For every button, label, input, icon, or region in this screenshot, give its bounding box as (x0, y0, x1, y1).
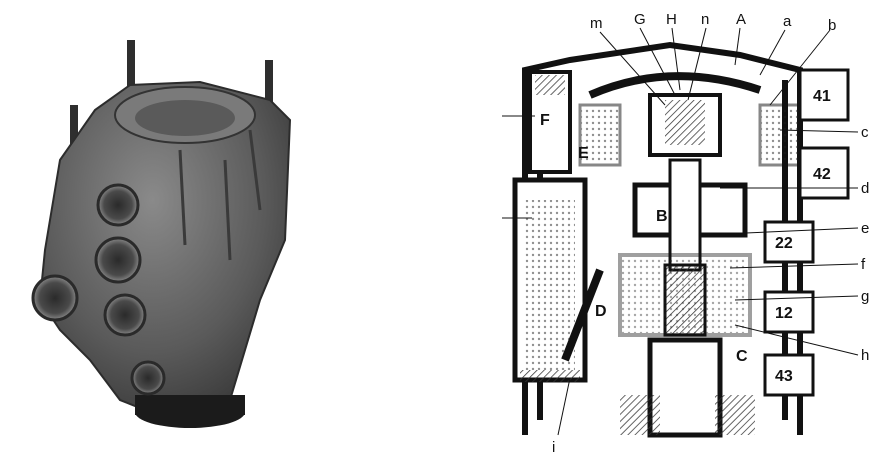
label-n: n (701, 11, 709, 28)
upper-piston-valve (665, 100, 705, 145)
label-a-upper: A (736, 11, 746, 28)
label-m: m (590, 15, 603, 32)
top-cap-recess (135, 100, 235, 136)
exhaust-seal-right (715, 395, 755, 435)
top-cover-edge (589, 67, 761, 89)
label-g: G (634, 11, 646, 28)
port-label-41: 41 (813, 88, 831, 105)
label-b: b (828, 17, 836, 34)
top-leader-lines (599, 27, 831, 106)
label-i: i (552, 439, 555, 456)
left-leader-lines (502, 115, 571, 436)
chamber-f-seal (535, 75, 565, 95)
chamber-e-spring (578, 103, 622, 167)
label-f: f (861, 256, 866, 273)
exhaust-seal-left (620, 395, 660, 435)
valve-photo (0, 0, 440, 457)
label-a-lower: a (783, 13, 792, 30)
valve-photo-illustration (31, 40, 292, 428)
lower-left-seal (520, 370, 580, 382)
port-label-22: 22 (775, 235, 793, 252)
port-label-12: 12 (775, 305, 793, 322)
label-c: c (861, 124, 869, 141)
pipe-ports (31, 183, 166, 396)
chamber-label-d: D (595, 303, 607, 320)
port-label-42: 42 (813, 166, 831, 183)
chamber-label-e: E (578, 145, 589, 162)
label-g: g (861, 288, 869, 305)
chamber-label-f: F (540, 112, 550, 129)
valve-cross-section: 41 42 22 12 43 F E B D C (502, 11, 869, 456)
port-boxes (763, 68, 850, 397)
label-e: e (861, 220, 869, 237)
body-ribs (178, 129, 262, 261)
label-h-lower: h (861, 347, 869, 364)
chamber-label-b: B (656, 208, 668, 225)
passage-i (561, 268, 604, 362)
label-d: d (861, 180, 869, 197)
relay-spring-chamber (618, 253, 752, 337)
base-boot (135, 395, 245, 415)
right-leader-lines (699, 129, 859, 356)
exhaust-tube (647, 337, 723, 438)
lower-left-spring (525, 200, 575, 370)
label-h: H (666, 11, 677, 28)
chamber-label-c: C (736, 348, 748, 365)
right-spring (758, 103, 802, 167)
valve-schematic: 41 42 22 12 43 F E B D C (440, 0, 881, 457)
top-cover (588, 72, 762, 99)
port-label-43: 43 (775, 368, 793, 385)
